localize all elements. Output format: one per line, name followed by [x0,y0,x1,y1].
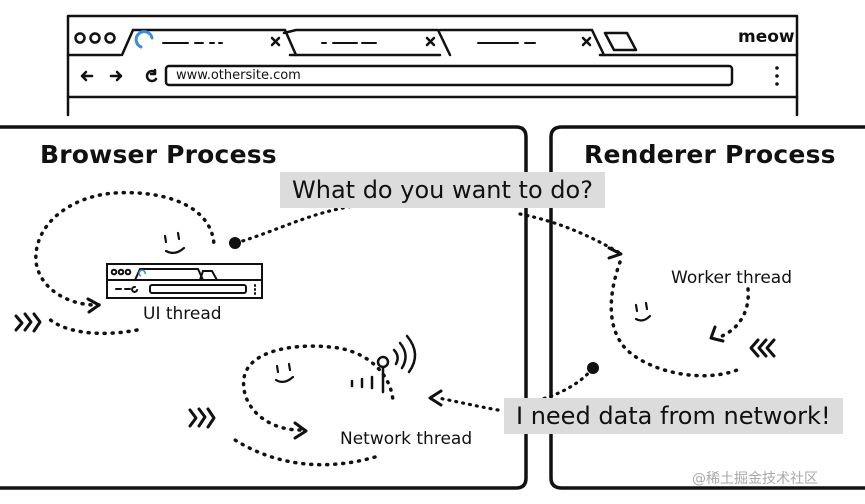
ui-thread-chevrons [14,312,42,333]
antenna-signal-icon [350,334,417,394]
renderer-process-box [549,125,865,490]
nav-icons [80,68,158,83]
question-message-arrow [234,203,622,255]
request-message-arrow-head [428,389,443,407]
question-message-origin-dot [229,237,241,249]
network-thread-arrow-head [293,421,308,440]
browser-window-sketch [66,14,799,117]
kebab-menu-icon [775,66,779,86]
ui-thread-label: UI thread [143,304,222,324]
watermark: @稀土掘金技术社区 [692,471,818,487]
question-message-arrow-head [607,246,623,260]
worker-thread-arrow-head [709,325,725,343]
forward-arrow-icon [109,70,123,82]
browser-brand: meow [738,27,795,47]
worker-thread-label: Worker thread [671,268,793,288]
request-speech-label: I need data from network! [504,398,843,434]
worker-thread-chevrons [749,338,776,358]
network-thread-chevrons [188,407,216,429]
network-thread-face [274,362,295,384]
network-thread-label: Network thread [340,429,473,449]
ui-thread-face [163,231,186,255]
ui-thread-loop [34,190,216,336]
renderer-process-title: Renderer Process [584,140,836,169]
loading-spinner-icon [134,30,154,49]
back-arrow-icon [80,70,94,82]
address-bar-url: www.othersite.com [176,68,301,83]
ui-thread-arrow-head [86,297,101,314]
browser-process-title: Browser Process [40,140,277,169]
browser-process-box [0,125,528,490]
request-message-origin-dot [587,362,599,374]
question-speech-label: What do you want to do? [280,172,605,208]
tab-close-icons [270,36,592,47]
reload-icon [145,68,158,83]
worker-thread-loop [609,260,750,378]
mini-browser-icon [106,263,263,299]
worker-thread-face [634,301,652,322]
network-thread-loop [233,344,395,467]
mini-browser-spinner [138,269,146,277]
